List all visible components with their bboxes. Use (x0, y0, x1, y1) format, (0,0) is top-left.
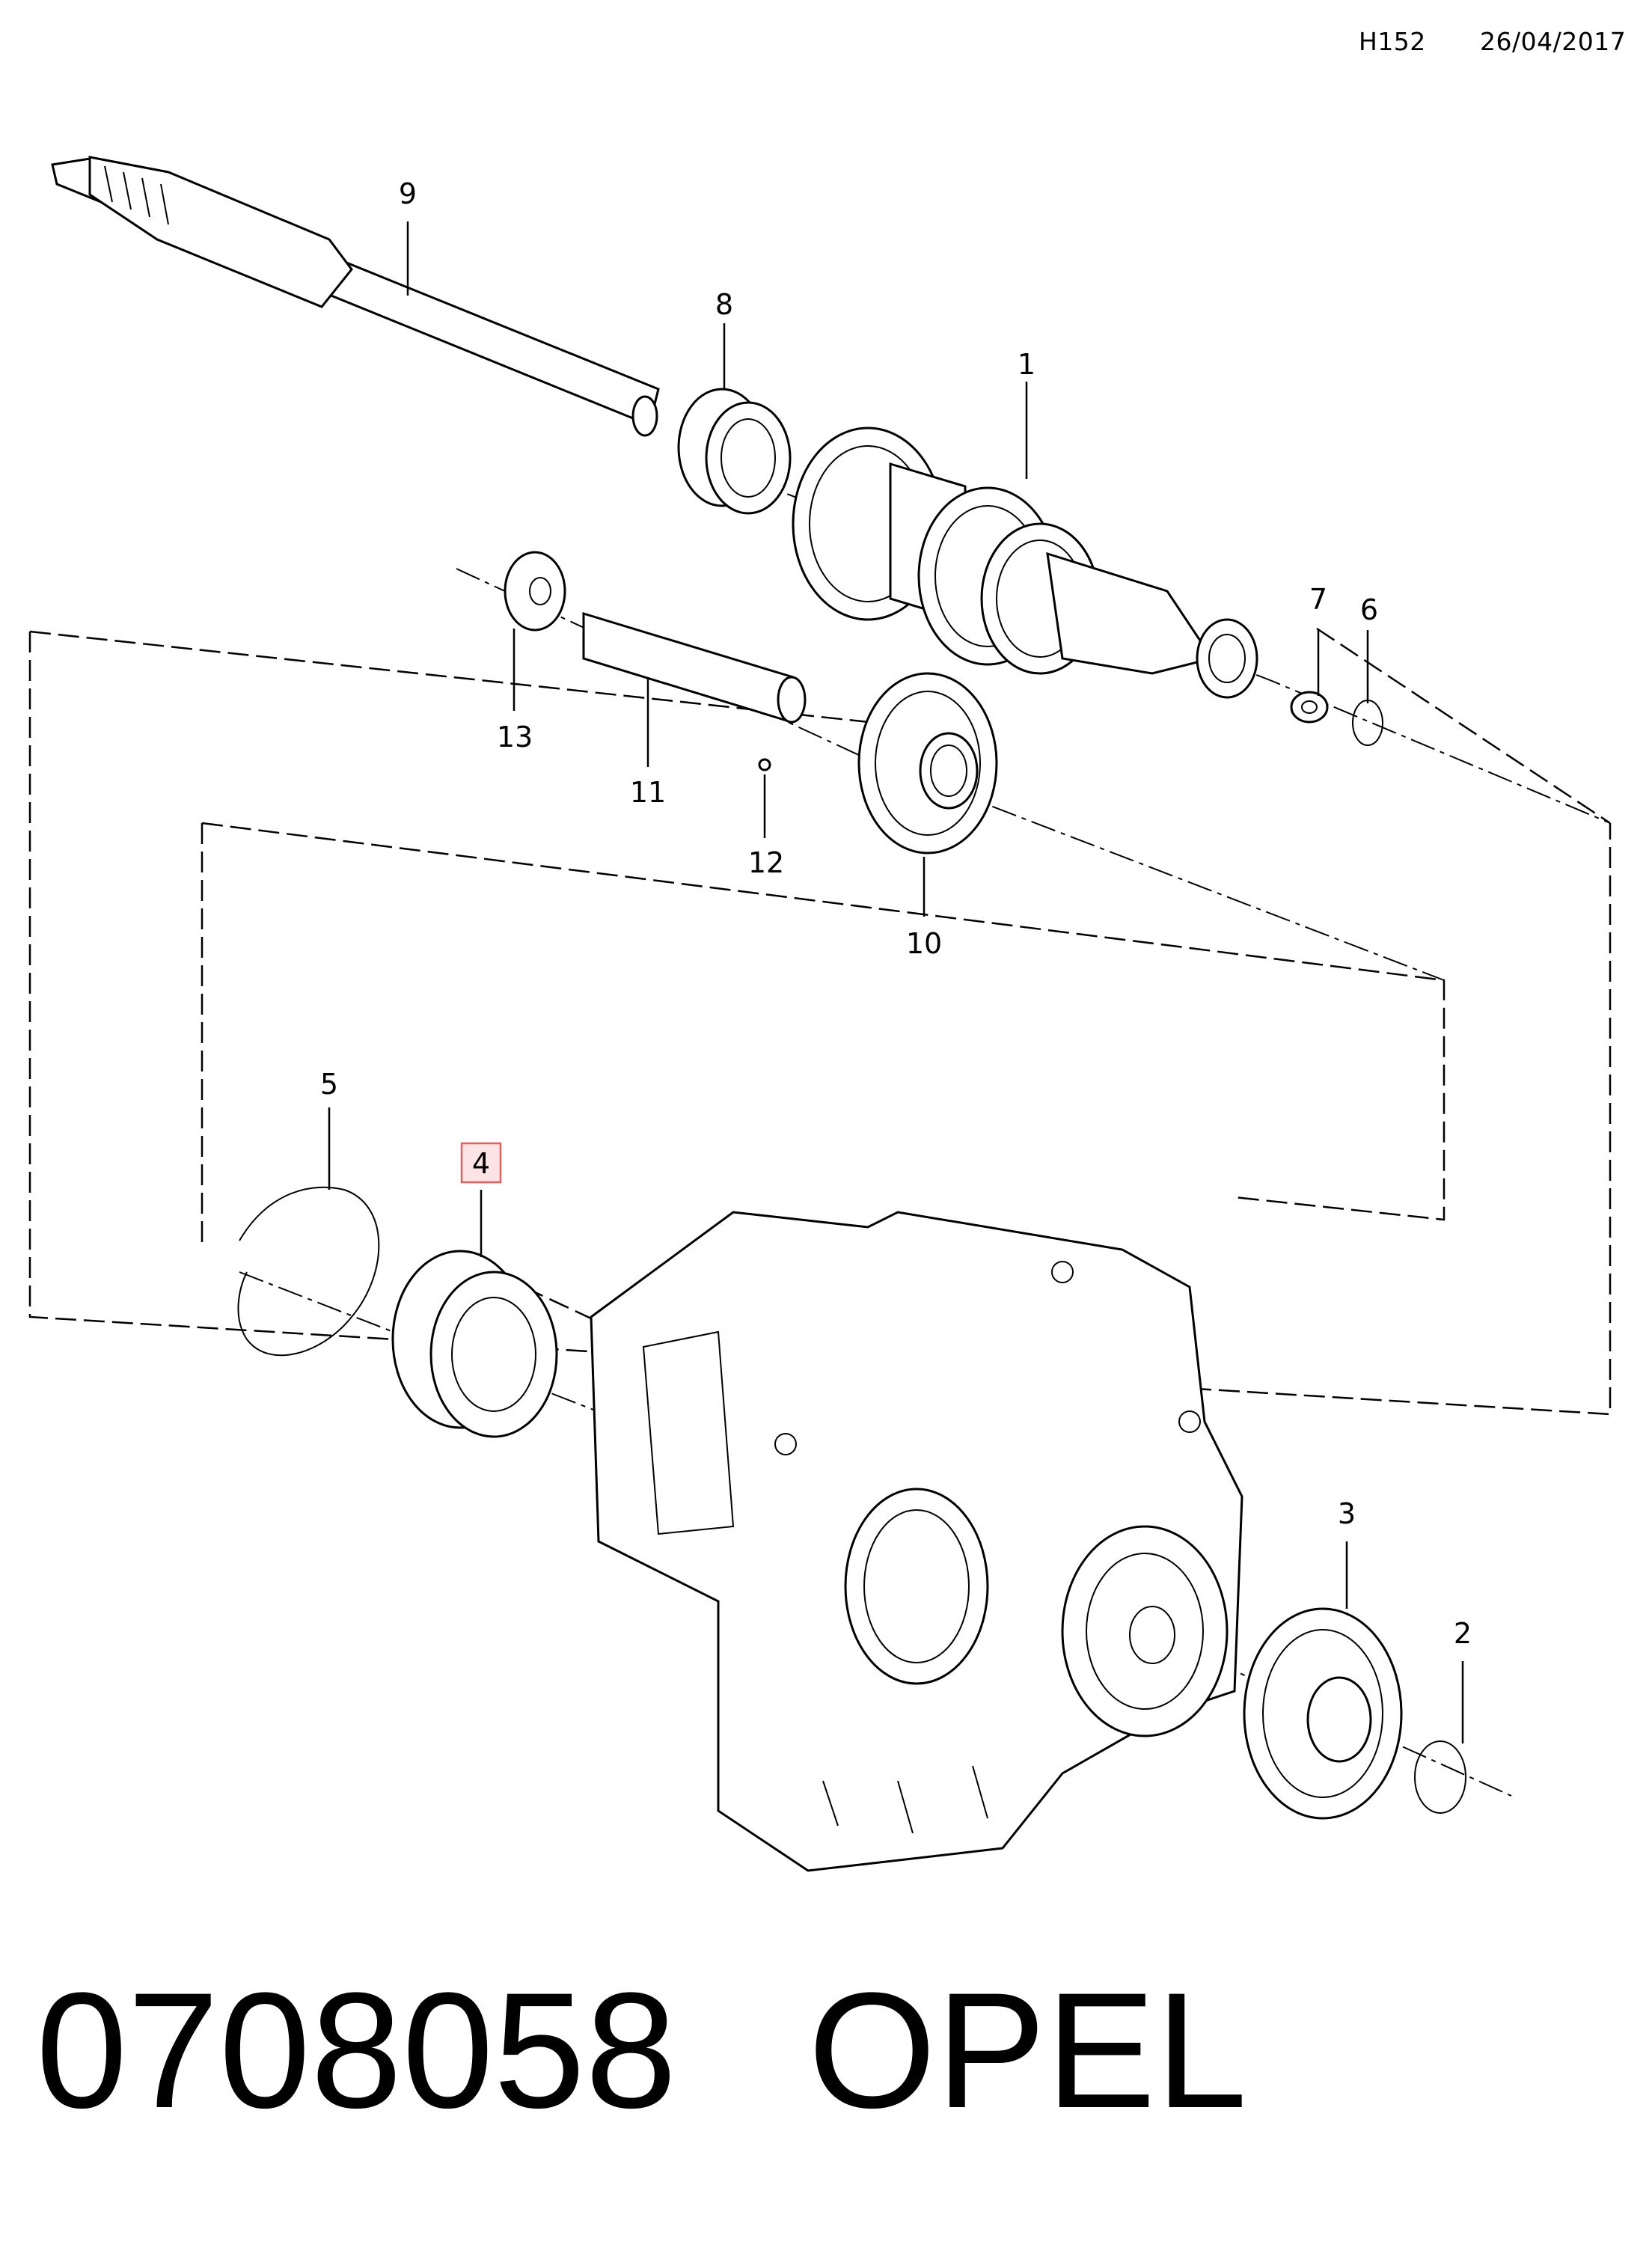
snap-ring-6 (1352, 700, 1383, 746)
cluster-gear-1 (792, 427, 1258, 699)
callout-5: 5 (320, 1068, 338, 1101)
diagram-code: H152 (1359, 27, 1426, 56)
callout-10: 10 (906, 927, 942, 960)
washer-13 (504, 551, 566, 632)
part-number: 0708058 (36, 1958, 677, 2142)
assembly-outline-outer (28, 627, 1612, 1416)
callout-6: 6 (1360, 593, 1378, 626)
input-shaft-9 (51, 156, 660, 437)
callout-9: 9 (399, 177, 417, 210)
idler-shaft-11 (582, 611, 807, 724)
bolt-7 (1290, 691, 1329, 724)
idler-gear-10 (857, 672, 998, 855)
ball-12 (758, 758, 771, 771)
snap-ring-5 (237, 1186, 380, 1357)
brand-name: OPEL (808, 1958, 1247, 2142)
needle-bearing-8 (677, 388, 792, 515)
callout-2: 2 (1454, 1617, 1472, 1650)
gearbox-housing (590, 1211, 1243, 1872)
callout-4: 4 (472, 1147, 490, 1180)
callout-13: 13 (497, 721, 533, 753)
callout-labels: 9 8 1 7 6 13 11 12 10 5 4 3 2 (320, 177, 1472, 1650)
diagram-date: 26/04/2017 (1480, 27, 1627, 56)
callout-11: 11 (630, 776, 666, 809)
callout-1: 1 (1018, 348, 1035, 381)
callout-12: 12 (748, 846, 784, 879)
leader-lines (328, 221, 1464, 1743)
callout-3: 3 (1338, 1497, 1356, 1530)
roller-bearing-4 (391, 1250, 558, 1438)
callout-8: 8 (715, 288, 733, 321)
gear-3 (1243, 1607, 1403, 1820)
callout-4-highlight (460, 1142, 502, 1184)
callout-7: 7 (1309, 583, 1327, 616)
snap-ring-2 (1414, 1740, 1466, 1814)
